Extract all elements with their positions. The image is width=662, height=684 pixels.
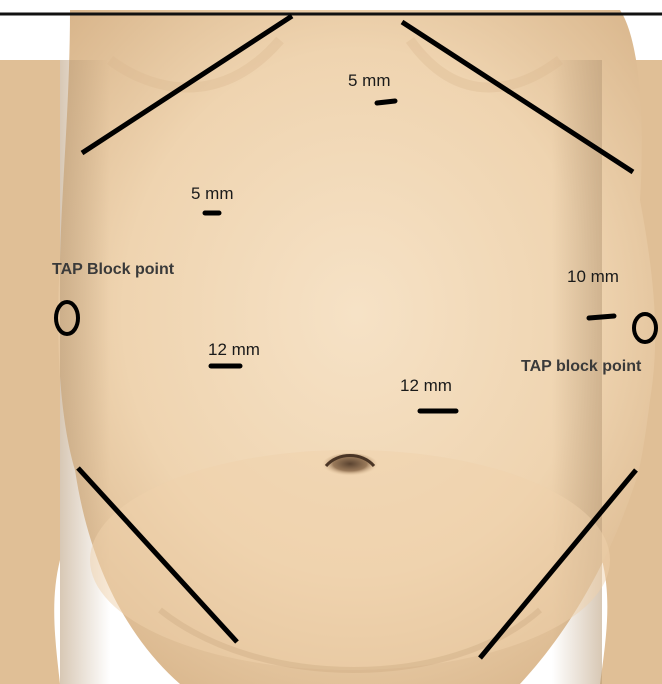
torso-body bbox=[0, 10, 662, 684]
tap-block-label-right: TAP block point bbox=[521, 358, 642, 375]
incision-mark bbox=[589, 316, 614, 318]
port-size-label: 12 mm bbox=[208, 340, 260, 359]
port-size-label: 10 mm bbox=[567, 267, 619, 286]
incision-mark bbox=[377, 101, 395, 103]
port-size-label: 12 mm bbox=[400, 376, 452, 395]
tap-block-label-left: TAP Block point bbox=[52, 261, 175, 278]
navel bbox=[322, 453, 378, 477]
port-size-label: 5 mm bbox=[348, 71, 391, 90]
port-size-label: 5 mm bbox=[191, 184, 234, 203]
